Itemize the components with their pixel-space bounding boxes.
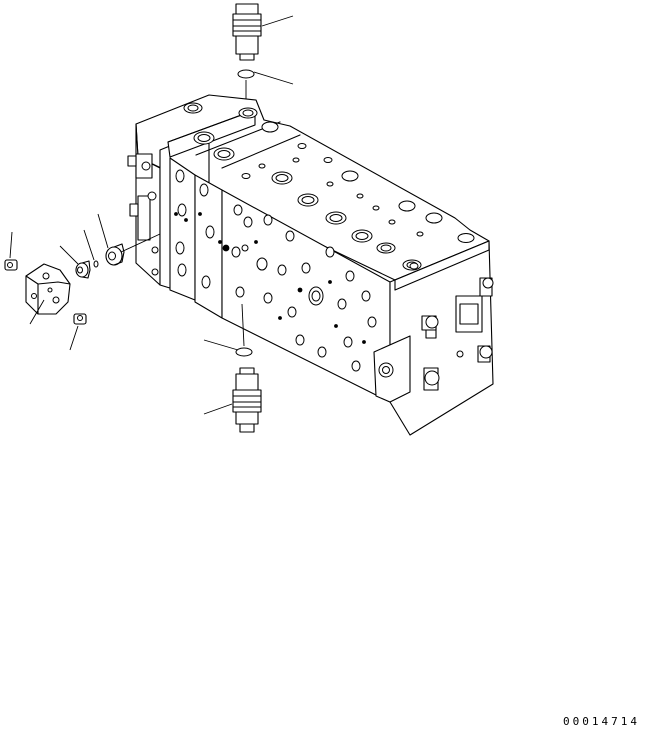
bolt-upper bbox=[4, 259, 18, 271]
top-relief-valve bbox=[232, 3, 262, 61]
document-number: 00014714 bbox=[563, 715, 640, 728]
part-center-line bbox=[120, 233, 161, 253]
callout-leaders bbox=[9, 15, 294, 415]
bolt-lower bbox=[73, 313, 87, 325]
plug bbox=[75, 260, 91, 279]
bottom-center-line bbox=[241, 303, 245, 347]
bottom-o-ring bbox=[235, 347, 253, 357]
small-o-ring bbox=[93, 260, 99, 268]
top-o-ring bbox=[237, 69, 255, 79]
bottom-relief-valve bbox=[232, 367, 262, 433]
valve-body bbox=[127, 94, 494, 436]
spacer-collar bbox=[105, 243, 125, 266]
cover-block bbox=[25, 263, 71, 315]
